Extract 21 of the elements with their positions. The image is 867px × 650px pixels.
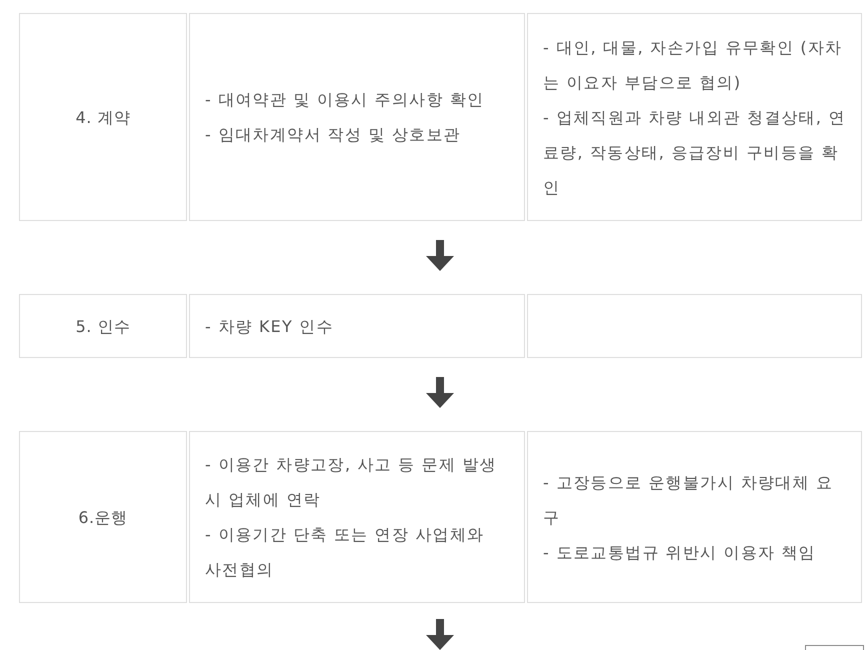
step-box (19, 294, 187, 358)
bullet-text: - 대인, 대물, 자손가입 유무확인 (자차는 이요자 부담으로 협의) (543, 36, 844, 94)
detail-box (189, 294, 525, 358)
step-box (19, 13, 187, 221)
bullet-text: - 대여약관 및 이용시 주의사항 확인 (205, 89, 484, 111)
step-box (19, 431, 187, 603)
step-title: 4. 계약 (76, 106, 130, 128)
bullet-text: - 도로교통법규 위반시 이용자 책임 (543, 542, 816, 564)
bullet-text: - 고장등으로 운행불가시 차량대체 요구 (543, 472, 834, 528)
detail-box (189, 13, 525, 221)
bullet-text: - 임대차계약서 작성 및 상호보관 (205, 124, 461, 146)
detail-box (189, 431, 525, 603)
empty-box (527, 294, 862, 358)
bullet-text: - 이용기간 단축 또는 연장 사업체와 사전협의 (205, 524, 486, 581)
detail-box (527, 13, 862, 221)
bullet-text: - 업체직원과 차량 내외관 청결상태, 연료량, 작동상태, 응급장비 구비등을 확인 (543, 106, 847, 198)
bullet-text: - 이용간 차량고장, 사고 등 문제 발생시 업체에 연락 (205, 454, 498, 511)
step-title: 6.운행 (78, 506, 128, 528)
detail-box (527, 431, 862, 603)
step-title: 5. 인수 (76, 316, 130, 338)
bullet-text: - 차량 KEY 인수 (205, 316, 334, 338)
